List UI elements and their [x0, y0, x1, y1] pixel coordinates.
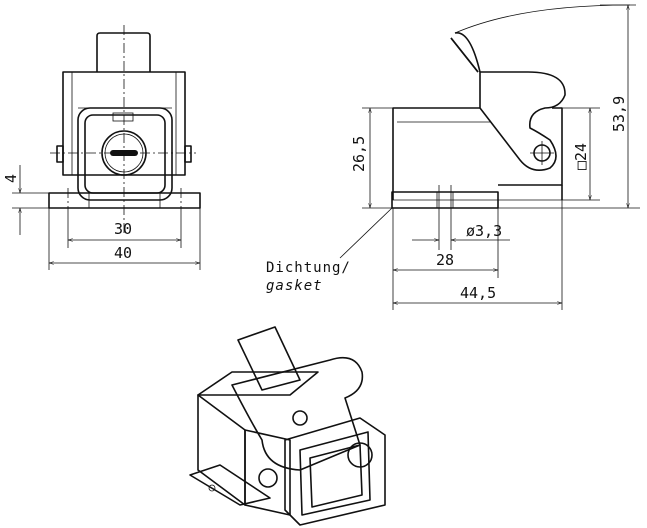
dim-total-length: 44,5 — [460, 284, 496, 302]
dim-hole-spacing-front: 30 — [114, 220, 132, 238]
gasket-label-en: gasket — [266, 278, 323, 294]
dim-hole-spacing-side: 28 — [436, 251, 454, 269]
front-view — [48, 25, 201, 235]
dim-hole-diameter: ø3,3 — [466, 222, 502, 240]
dim-total-height: 53,9 — [610, 96, 628, 132]
dim-base-height: 4 — [2, 174, 20, 183]
side-view — [391, 4, 631, 209]
front-view-dimensions: 4 30 40 — [2, 165, 200, 270]
dim-square: □24 — [572, 143, 590, 170]
gasket-label-de: Dichtung/ — [266, 260, 351, 276]
gasket-callout: Dichtung/ gasket — [266, 207, 393, 294]
dim-base-width: 40 — [114, 244, 132, 262]
isometric-view — [189, 326, 386, 526]
side-view-dimensions: 26,5 □24 53,9 ø3,3 28 44,5 — [350, 5, 640, 310]
dim-body-height: 26,5 — [350, 136, 368, 172]
